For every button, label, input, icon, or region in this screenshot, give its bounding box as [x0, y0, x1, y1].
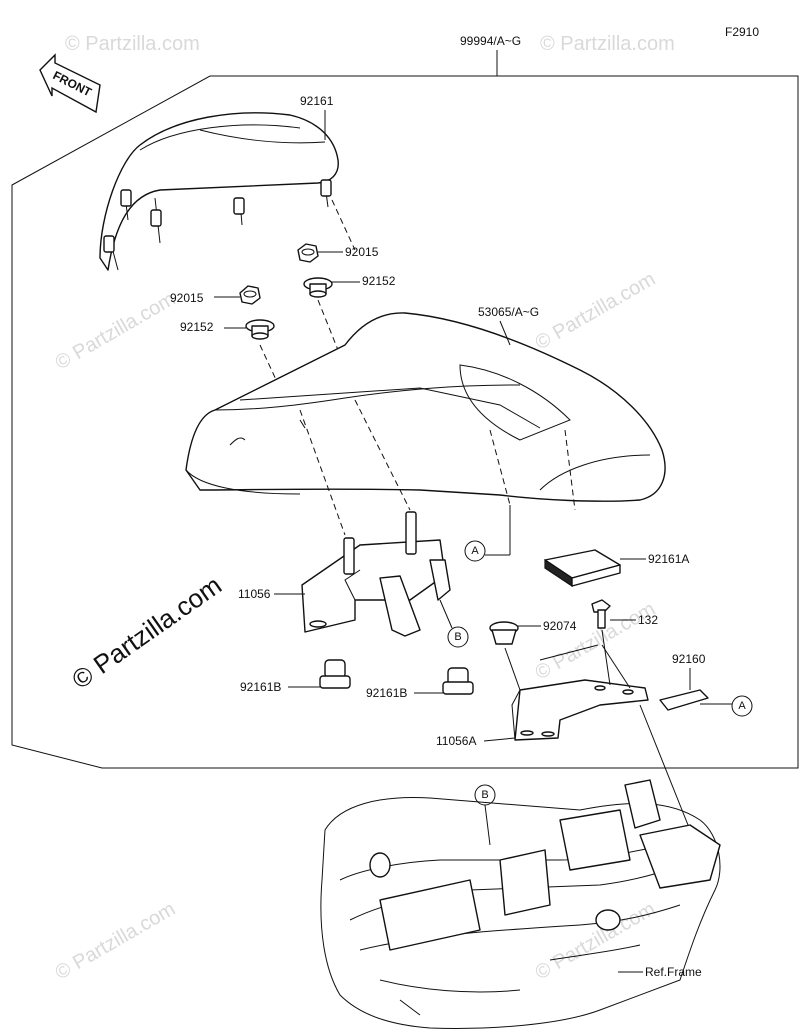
- assembly-line: [564, 429, 576, 511]
- figure-code: F2910: [725, 25, 759, 39]
- bracket-11056A: [511, 679, 649, 741]
- watermark-text: © Partzilla.com: [532, 268, 660, 354]
- label-92152-left: 92152: [180, 320, 214, 334]
- pad-92160: [659, 689, 709, 711]
- grommet-92074: [489, 621, 519, 645]
- assembly-line: [601, 644, 631, 689]
- label-11056: 11056: [238, 587, 271, 601]
- watermark-text: © Partzilla.com: [52, 288, 180, 374]
- assembly-line: [639, 704, 691, 831]
- reference-frame: [320, 779, 721, 1029]
- callout-a-1: [464, 540, 486, 562]
- callout-b-1-leader: [439, 599, 453, 629]
- callout-a-2-text: A: [738, 700, 746, 712]
- leader-53065: [499, 320, 511, 346]
- nut-92015-left: [239, 285, 261, 305]
- washer-92152-left: [245, 319, 275, 340]
- watermark-text: © Partzilla.com: [65, 33, 200, 55]
- leader-11056A: [483, 737, 516, 742]
- callout-a-2: [731, 695, 753, 717]
- label-92074: 92074: [543, 619, 577, 633]
- label-92161A: 92161A: [648, 552, 689, 566]
- watermark-text: © Partzilla.com: [532, 898, 660, 984]
- label-92015-right: 92015: [345, 245, 379, 259]
- label-92160: 92160: [672, 652, 706, 666]
- assembly-line: [354, 399, 411, 511]
- watermark-text: © Partzilla.com: [540, 33, 675, 55]
- kit-label: 99994/A~G: [460, 34, 521, 48]
- label-11056A: 11056A: [436, 734, 476, 748]
- label-92161: 92161: [300, 94, 334, 108]
- callout-b-2-text: B: [481, 789, 488, 801]
- callout-a-1-text: A: [471, 545, 479, 557]
- callout-b-1: [447, 626, 469, 648]
- label-92161B-right: 92161B: [366, 686, 407, 700]
- bracket-11056: [301, 511, 451, 637]
- washer-92152-right: [303, 277, 333, 298]
- callout-b-2-leader: [484, 804, 491, 846]
- rubber-92161B-left: [319, 659, 351, 689]
- partzilla-watermark: © Partzilla.com: [66, 570, 227, 695]
- seat-cover-92161: [99, 112, 339, 271]
- label-92161B-left: 92161B: [240, 680, 281, 694]
- seat-cowl-53065: [185, 312, 666, 502]
- label-92152-right: 92152: [362, 274, 396, 288]
- assembly-line: [539, 644, 599, 661]
- watermark-text: © Partzilla.com: [52, 898, 180, 984]
- assembly-line: [504, 647, 521, 691]
- pad-92161A: [544, 549, 621, 588]
- label-ref-frame: Ref.Frame: [645, 965, 702, 979]
- label-132: 132: [638, 613, 658, 627]
- callout-b-1-text: B: [454, 631, 461, 643]
- assembly-line: [331, 199, 356, 251]
- nut-92015-right: [297, 243, 319, 263]
- assembly-line: [299, 409, 346, 536]
- rubber-92161B-right: [442, 667, 474, 695]
- label-53065: 53065/A~G: [478, 305, 539, 319]
- front-arrow-icon: FRONT: [39, 53, 101, 114]
- bolt-132: [591, 599, 611, 629]
- assembly-line: [489, 429, 511, 506]
- kit-outline: [11, 75, 799, 769]
- assembly-line: [601, 629, 611, 686]
- label-92015-left: 92015: [170, 291, 204, 305]
- assembly-line: [317, 299, 341, 356]
- assembly-line: [259, 344, 291, 411]
